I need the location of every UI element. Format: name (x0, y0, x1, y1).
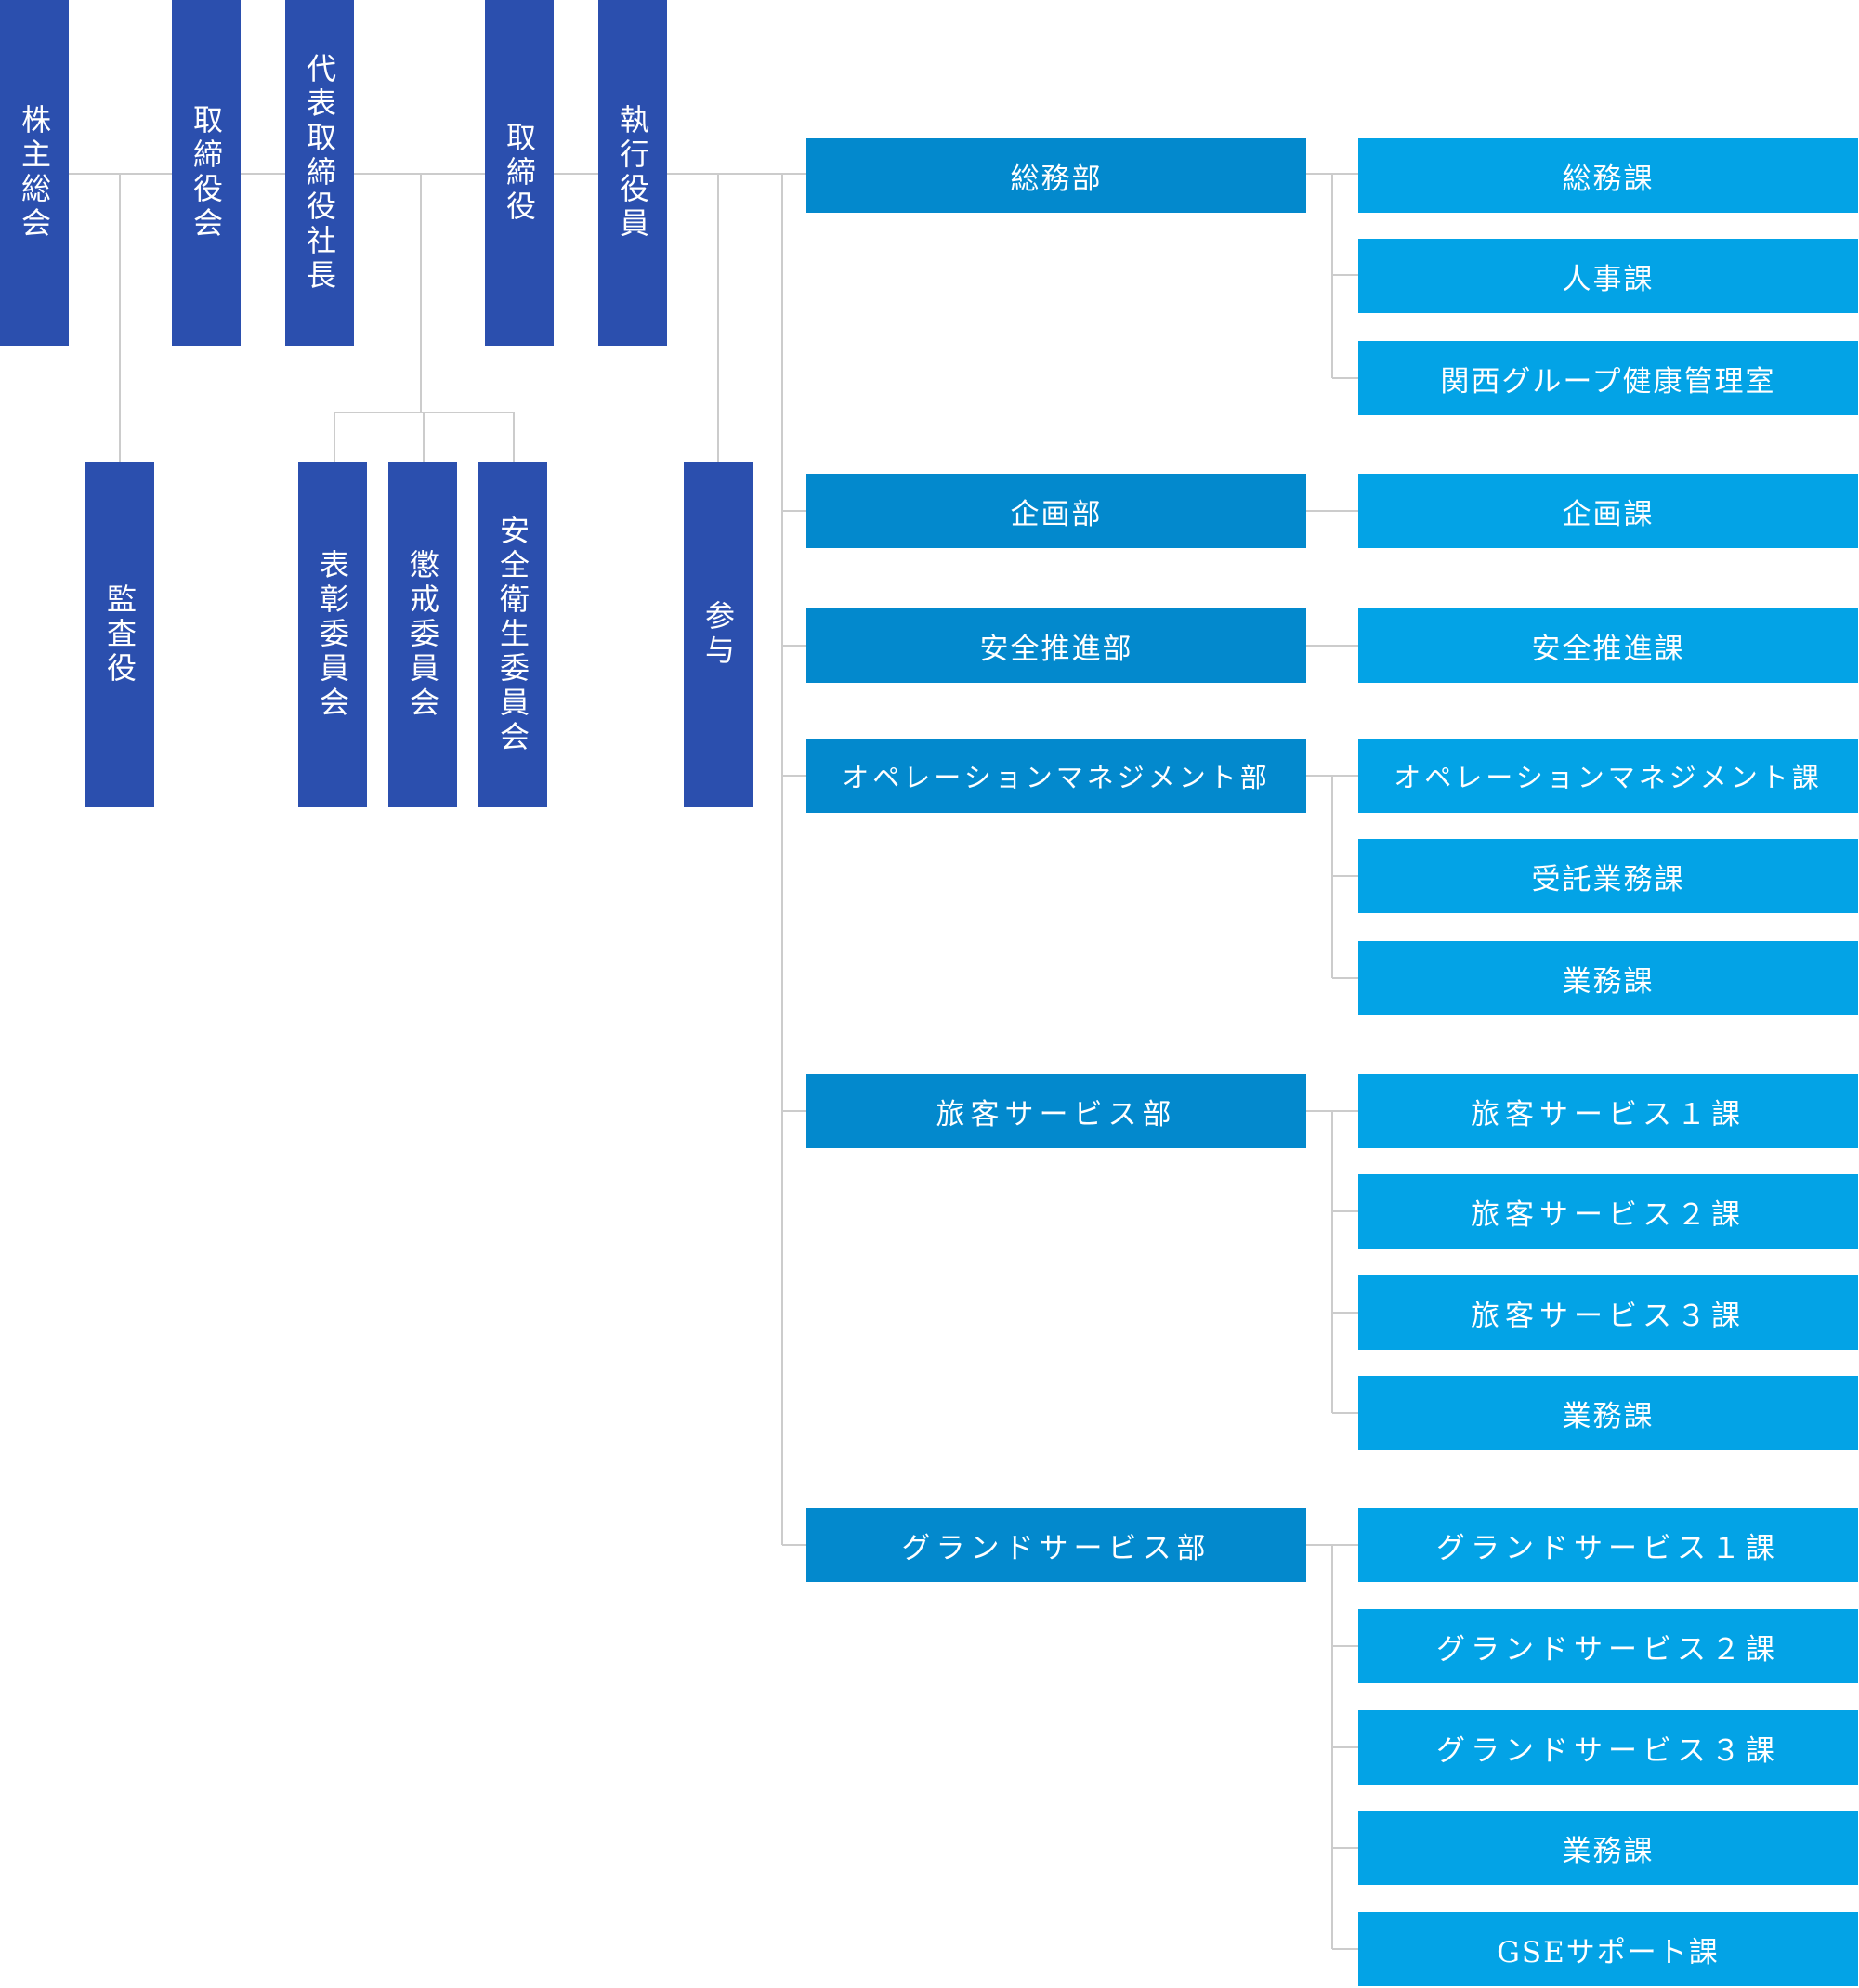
department-general-affairs: 総務部 (806, 138, 1306, 213)
department-planning: 企画部 (806, 474, 1306, 548)
shareholders-meeting-box: 株主総会 (0, 0, 69, 346)
committee-safety-health-box: 安全衛生委員会 (478, 462, 547, 807)
auditor-box: 監査役 (85, 462, 154, 807)
section-passenger-service-3: 旅客サービス３課 (1358, 1275, 1858, 1350)
committee-commendation-label: 表彰委員会 (315, 548, 350, 721)
directors-label: 取締役 (502, 121, 537, 225)
section-planning: 企画課 (1358, 474, 1858, 548)
committee-safety-health-label: 安全衛生委員会 (495, 514, 530, 755)
section-ground-service-3: グランドサービス３課 (1358, 1710, 1858, 1785)
section-safety-promotion: 安全推進課 (1358, 608, 1858, 683)
executive-officers-box: 執行役員 (598, 0, 667, 346)
section-passenger-service-2: 旅客サービス２課 (1358, 1174, 1858, 1249)
section-ground-service-1: グランドサービス１課 (1358, 1508, 1858, 1582)
section-ground-service-2: グランドサービス２課 (1358, 1609, 1858, 1683)
counselor-label: 参与 (700, 600, 736, 669)
committee-discipline-box: 懲戒委員会 (388, 462, 457, 807)
department-operation-management: オペレーションマネジメント部 (806, 739, 1306, 813)
president-label: 代表取締役社長 (302, 52, 337, 294)
directors-box: 取締役 (485, 0, 554, 346)
committee-commendation-box: 表彰委員会 (298, 462, 367, 807)
section-general-affairs: 総務課 (1358, 138, 1858, 213)
executive-officers-label: 執行役員 (615, 104, 650, 242)
section-operation-management: オペレーションマネジメント課 (1358, 739, 1858, 813)
department-passenger-service: 旅客サービス部 (806, 1074, 1306, 1148)
shareholders-meeting-label: 株主総会 (17, 104, 52, 242)
committee-discipline-label: 懲戒委員会 (405, 548, 440, 721)
section-operations-3: 業務課 (1358, 1811, 1858, 1885)
section-operations-1: 業務課 (1358, 941, 1858, 1015)
section-health-management-office: 関西グループ健康管理室 (1358, 341, 1858, 415)
counselor-box: 参与 (684, 462, 753, 807)
president-box: 代表取締役社長 (285, 0, 354, 346)
section-passenger-service-1: 旅客サービス１課 (1358, 1074, 1858, 1148)
department-safety-promotion: 安全推進部 (806, 608, 1306, 683)
section-gse-support: GSEサポート課 (1358, 1912, 1858, 1986)
board-of-directors-label: 取締役会 (189, 104, 224, 242)
department-ground-service: グランドサービス部 (806, 1508, 1306, 1582)
auditor-label: 監査役 (102, 582, 137, 687)
board-of-directors-box: 取締役会 (172, 0, 241, 346)
section-contract-operations: 受託業務課 (1358, 839, 1858, 913)
section-operations-2: 業務課 (1358, 1376, 1858, 1450)
section-personnel: 人事課 (1358, 239, 1858, 313)
